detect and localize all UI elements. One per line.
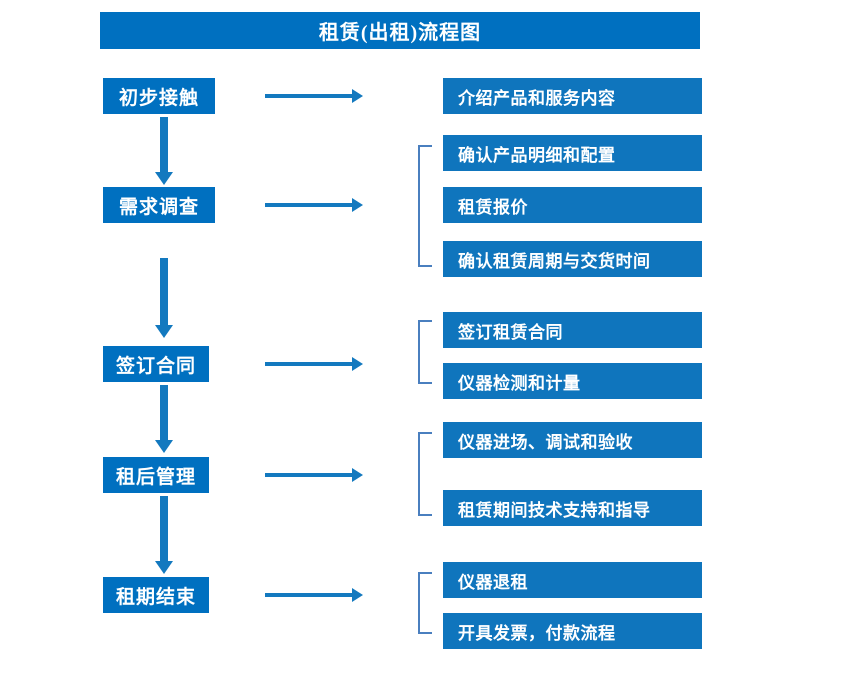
stage-box-1[interactable]: 初步接触 [103,78,215,114]
detail-box-5[interactable]: 签订租赁合同 [443,312,702,348]
horizontal-arrow-1 [265,89,363,103]
group-bracket-3 [418,320,432,384]
vertical-arrow-4-to-5 [155,496,173,574]
vertical-arrow-1-to-2 [155,117,173,185]
detail-box-6[interactable]: 仪器检测和计量 [443,363,702,399]
diagram-title: 租赁(出租)流程图 [100,12,700,49]
detail-box-8[interactable]: 租赁期间技术支持和指导 [443,490,702,526]
horizontal-arrow-5 [265,588,363,602]
vertical-arrow-2-to-3 [155,258,173,338]
stage-box-5[interactable]: 租期结束 [103,577,209,613]
vertical-arrow-3-to-4 [155,385,173,453]
stage-box-3[interactable]: 签订合同 [103,346,209,382]
stage-box-4[interactable]: 租后管理 [103,457,209,493]
detail-box-7[interactable]: 仪器进场、调试和验收 [443,422,702,458]
detail-box-2[interactable]: 确认产品明细和配置 [443,135,702,171]
stage-box-2[interactable]: 需求调查 [103,187,215,223]
detail-box-1[interactable]: 介绍产品和服务内容 [443,78,702,114]
detail-box-3[interactable]: 租赁报价 [443,187,702,223]
detail-box-10[interactable]: 开具发票，付款流程 [443,613,702,649]
group-bracket-5 [418,572,432,634]
horizontal-arrow-3 [265,357,363,371]
horizontal-arrow-4 [265,468,363,482]
group-bracket-4 [418,432,432,516]
group-bracket-2 [418,145,432,267]
detail-box-9[interactable]: 仪器退租 [443,562,702,598]
horizontal-arrow-2 [265,198,363,212]
detail-box-4[interactable]: 确认租赁周期与交货时间 [443,241,702,277]
